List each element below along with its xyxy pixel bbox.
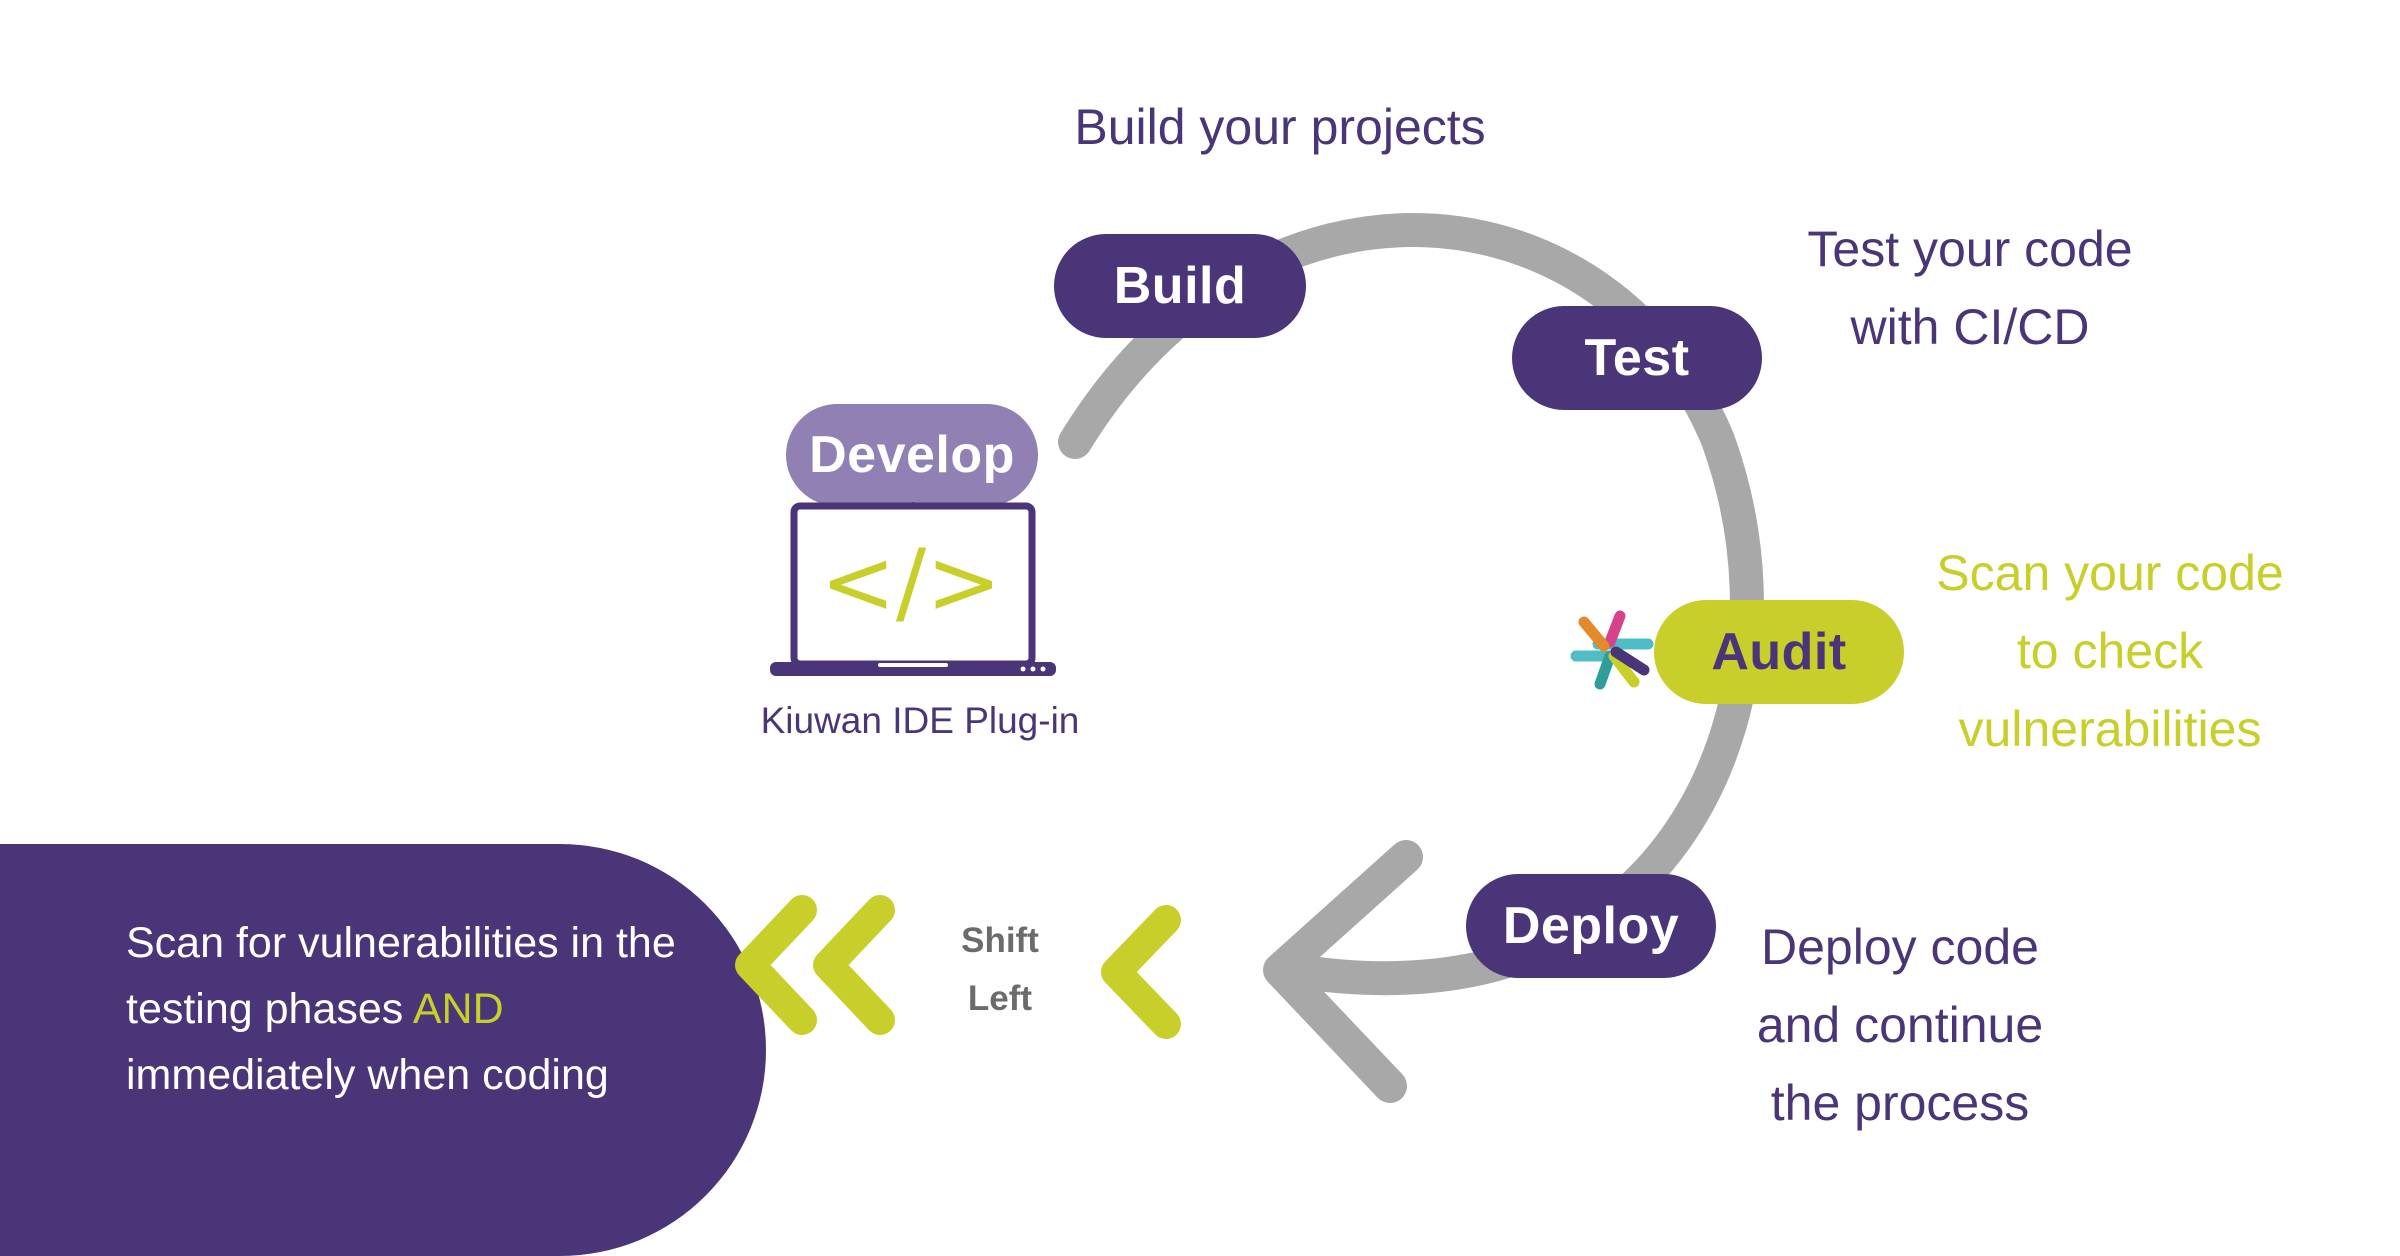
build-caption: Build your projects xyxy=(1074,99,1486,155)
panel-text-before: Scan for vulnerabilities in the testing … xyxy=(126,919,676,1033)
test-caption: Test your code with CI/CD xyxy=(1807,221,2133,355)
panel-text: Scan for vulnerabilities in the testing … xyxy=(126,910,686,1108)
code-glyph: </> xyxy=(820,530,1002,635)
double-chevron-left-icon xyxy=(735,895,895,1035)
panel-text-after: immediately when coding xyxy=(126,1051,609,1099)
info-panel xyxy=(0,844,766,1256)
deploy-caption: Deploy code and continue the process xyxy=(1756,919,2044,1131)
shift-label-line2: Left xyxy=(967,979,1033,1018)
ide-plugin-label: Kiuwan IDE Plug-in xyxy=(760,700,1080,741)
kiuwan-logo-icon xyxy=(1570,610,1654,690)
stage-test: Test xyxy=(1512,306,1762,410)
audit-caption: Scan your code to check vulnerabilities xyxy=(1936,545,2284,757)
stage-audit: Audit xyxy=(1654,600,1904,704)
laptop-icon xyxy=(770,502,1056,676)
stage-build: Build xyxy=(1054,234,1306,338)
cycle-arrowhead xyxy=(1263,840,1423,1103)
chevron-left-icon xyxy=(1101,905,1181,1039)
shift-left-label: Shift Left xyxy=(940,912,1060,1028)
panel-highlight: AND xyxy=(412,985,504,1033)
stage-develop: Develop xyxy=(786,404,1038,506)
shift-label-line1: Shift xyxy=(961,921,1039,960)
stage-deploy: Deploy xyxy=(1466,874,1716,978)
